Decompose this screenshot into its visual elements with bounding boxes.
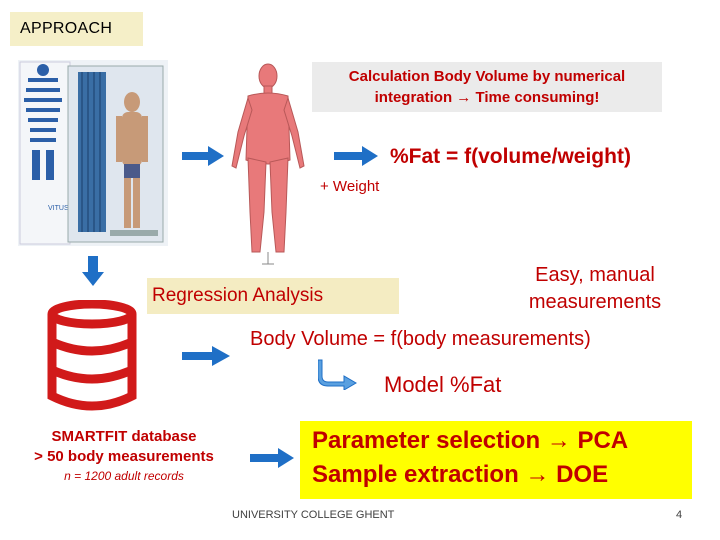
regression-box (147, 278, 399, 314)
parameter-selection: Parameter selection (312, 427, 541, 454)
regression-label: Regression Analysis (152, 285, 324, 306)
body-scanner-photo: VITUS (18, 60, 168, 246)
easy-measurements-note: Easy, manual measurements (495, 262, 695, 316)
curved-arrow-icon (318, 359, 357, 390)
calculation-note-line1: Calculation Body Volume by numerical (348, 68, 626, 85)
calc-note-integration: integration (374, 89, 453, 106)
right-arrow-icon: → (525, 461, 550, 488)
right-arrow-icon (182, 346, 230, 366)
calculation-note: Calculation Body Volume by numerical int… (312, 66, 662, 108)
easy-line1: Easy, manual (535, 264, 655, 286)
right-arrow-icon: → (456, 89, 472, 106)
footer: UNIVERSITY COLLEGE GHENT (232, 509, 395, 521)
parameter-line1: Parameter selection → PCA (312, 424, 628, 458)
easy-line2: measurements (528, 291, 662, 313)
model-fat-label: Model %Fat (384, 372, 502, 397)
page-number: 4 (676, 509, 683, 521)
right-arrow-icon (182, 146, 224, 166)
calculation-note-line2: integration → Time consuming! (312, 87, 662, 108)
slide-title: APPROACH (20, 20, 113, 37)
sample-extraction: Sample extraction (312, 461, 519, 488)
right-arrow-icon: → (546, 427, 571, 454)
right-arrow-icon (250, 448, 294, 468)
fat-formula: %Fat = f(volume/weight) (390, 145, 631, 168)
calc-note-time-consuming: Time consuming! (475, 89, 600, 106)
pca-label: PCA (577, 427, 629, 454)
calculation-note-box (312, 62, 662, 112)
database-label: SMARTFIT database > 50 body measurements (14, 427, 234, 467)
database-name: SMARTFIT database (51, 428, 197, 445)
right-arrow-icon (334, 146, 378, 166)
title-box (10, 12, 143, 46)
body-volume-formula: Body Volume = f(body measurements) (250, 328, 591, 350)
svg-text:VITUS: VITUS (48, 205, 69, 212)
down-arrow-icon (82, 256, 104, 286)
doe-label: DOE (556, 461, 609, 488)
database-measurements: > 50 body measurements (34, 448, 214, 465)
database-icon (47, 300, 137, 411)
parameter-line2: Sample extraction → DOE (312, 458, 628, 492)
3d-body-model (231, 63, 305, 265)
weight-note: + Weight (320, 178, 380, 195)
database-records: n = 1200 adult records (64, 469, 184, 483)
parameter-box (300, 421, 692, 499)
parameter-text: Parameter selection → PCA Sample extract… (312, 424, 628, 492)
